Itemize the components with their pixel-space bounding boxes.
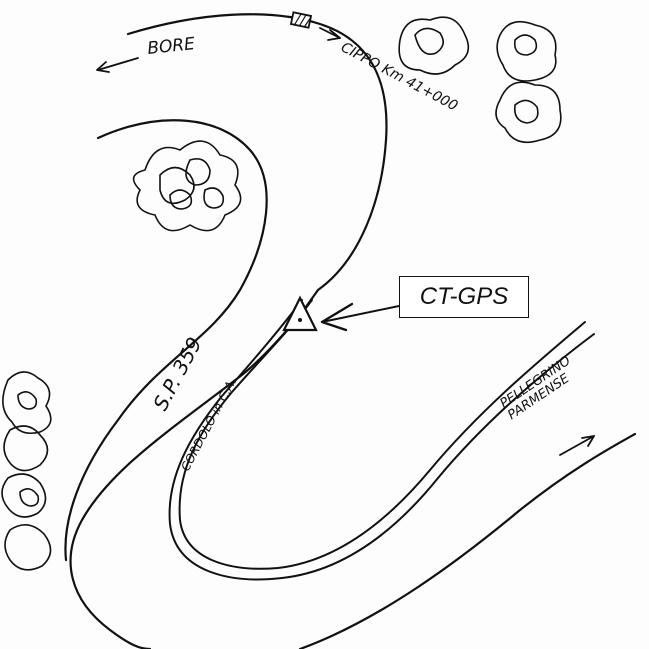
- callout-arrow: [320, 302, 400, 332]
- arrow-right-icon: [319, 27, 341, 41]
- station-callout-box: CT-GPS: [399, 276, 529, 318]
- road-outer-edge: [69, 13, 388, 649]
- label-bore: BORE: [146, 34, 196, 59]
- road-edge-curb-outer: [178, 299, 586, 570]
- road-outer-edge-right: [298, 432, 637, 649]
- tree-cluster-icon: [132, 140, 242, 232]
- arrow-left-icon: [96, 57, 139, 73]
- label-road-note: CORDOLO in C.A.: [178, 375, 239, 473]
- road-curb-inner: [168, 299, 595, 581]
- road-inner-edge-top: [64, 119, 268, 562]
- tree-cluster-icon: [1, 371, 52, 571]
- hatched-square-icon: [289, 11, 313, 29]
- triangle-benchmark-icon: [282, 295, 318, 332]
- tree-cluster-icon: [398, 16, 562, 144]
- arrow-right-icon: [559, 435, 595, 456]
- station-label: CT-GPS: [419, 283, 509, 310]
